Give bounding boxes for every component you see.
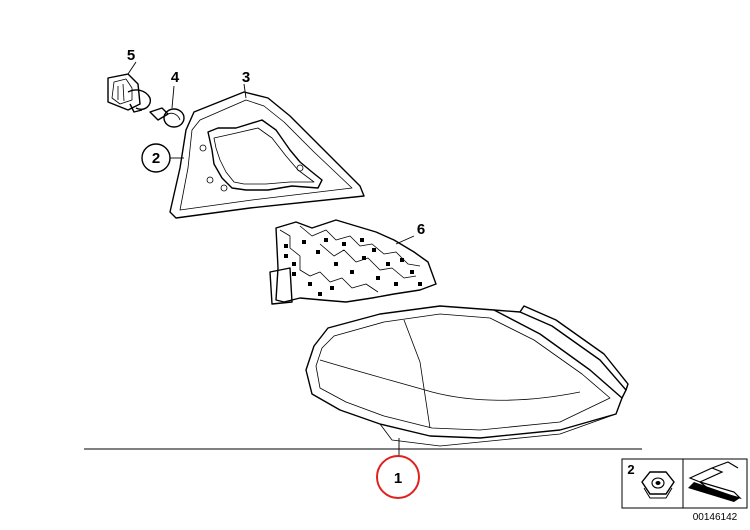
leader-line-5 (127, 61, 137, 75)
inset-panel (621, 458, 748, 509)
leader-line-6 (395, 235, 415, 245)
callout-6[interactable]: 6 (417, 221, 425, 238)
inset-callout-2[interactable]: 2 (627, 462, 634, 477)
tail-light-housing-part[interactable] (305, 305, 629, 447)
bulb-part[interactable] (149, 107, 185, 128)
callout-1[interactable]: 1 (394, 470, 402, 487)
nut-icon (641, 471, 675, 499)
part-code-label: 00146142 (693, 512, 738, 523)
callout-4[interactable]: 4 (171, 69, 180, 86)
leader-line-4 (171, 85, 175, 109)
callout-3[interactable]: 3 (242, 69, 250, 86)
highlight-circle (376, 455, 420, 499)
callout-5[interactable]: 5 (127, 47, 135, 64)
callout-2[interactable]: 2 (152, 150, 160, 167)
circuit-board-part[interactable] (269, 219, 437, 305)
leader-line-3 (243, 83, 247, 99)
tail-light-arrow-icon (688, 461, 743, 502)
bulb-socket-part[interactable] (107, 73, 151, 113)
bulb-carrier-part[interactable] (169, 91, 365, 219)
